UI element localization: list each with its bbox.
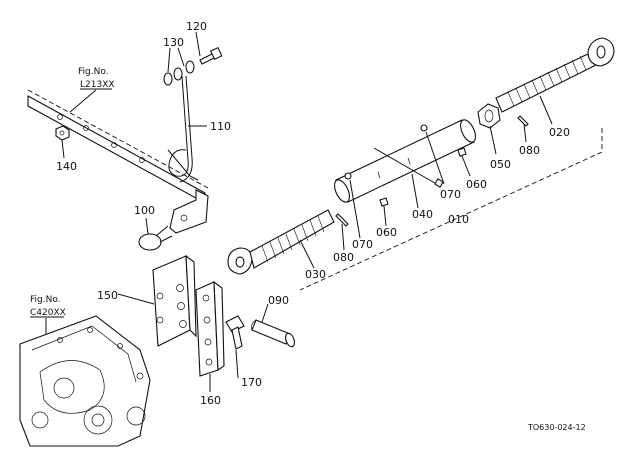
fig-ref-id: L213XX [80, 80, 115, 90]
leader-lines [61, 31, 553, 392]
callout-140: 140 [56, 160, 77, 173]
callout-060-left: 060 [376, 226, 397, 239]
bolt-120 [199, 46, 223, 65]
callout-130: 130 [163, 36, 184, 49]
callout-010: 010 [448, 213, 469, 226]
callout-110: 110 [210, 120, 231, 133]
callout-080-left: 080 [333, 251, 354, 264]
bracket-150 [152, 254, 197, 347]
fig-ref-id: C420XX [30, 308, 66, 318]
fig-ref-c420xx: Fig.No. C420XX [30, 295, 66, 334]
bracket-160 [195, 280, 225, 377]
eye-end-030 [227, 209, 335, 275]
callout-120: 120 [186, 20, 207, 33]
top-rail [27, 89, 209, 234]
callout-070-right: 070 [440, 188, 461, 201]
set-pin-060-b [457, 147, 467, 157]
figure-code: TO630-024-12 [527, 423, 586, 432]
callout-060-right: 060 [466, 178, 487, 191]
sleeve-040 [334, 119, 476, 203]
callout-030: 030 [305, 268, 326, 281]
fig-ref-prefix: Fig.No. [78, 67, 109, 77]
fig-ref-l213xx: Fig.No. L213XX [69, 67, 115, 113]
washers-130 [163, 60, 195, 86]
fig-ref-prefix: Fig.No. [30, 295, 61, 305]
bolt-170 [225, 315, 245, 350]
eye-end-020 [495, 37, 615, 113]
pin-080-left [335, 213, 349, 227]
callouts: 120 130 110 140 100 150 160 170 090 030 … [56, 20, 570, 407]
callout-170: 170 [241, 376, 262, 389]
callout-020: 020 [549, 126, 570, 139]
callout-080-right: 080 [519, 144, 540, 157]
callout-050: 050 [490, 158, 511, 171]
nut-140 [55, 125, 70, 141]
callout-160: 160 [200, 394, 221, 407]
pin-080-right [517, 115, 529, 127]
grease-070-b [420, 124, 428, 132]
spring-clip-110 [167, 75, 199, 183]
callout-070-left: 070 [352, 238, 373, 251]
callout-090: 090 [268, 294, 289, 307]
lock-nut-050 [477, 103, 501, 129]
callout-150: 150 [97, 289, 118, 302]
callout-040: 040 [412, 208, 433, 221]
pin-090 [251, 319, 296, 348]
set-pin-060-a [379, 197, 389, 207]
callout-100: 100 [134, 204, 155, 217]
grease-070-a [344, 172, 352, 180]
transmission-case [19, 315, 151, 447]
lynch-pin-100 [138, 225, 173, 251]
